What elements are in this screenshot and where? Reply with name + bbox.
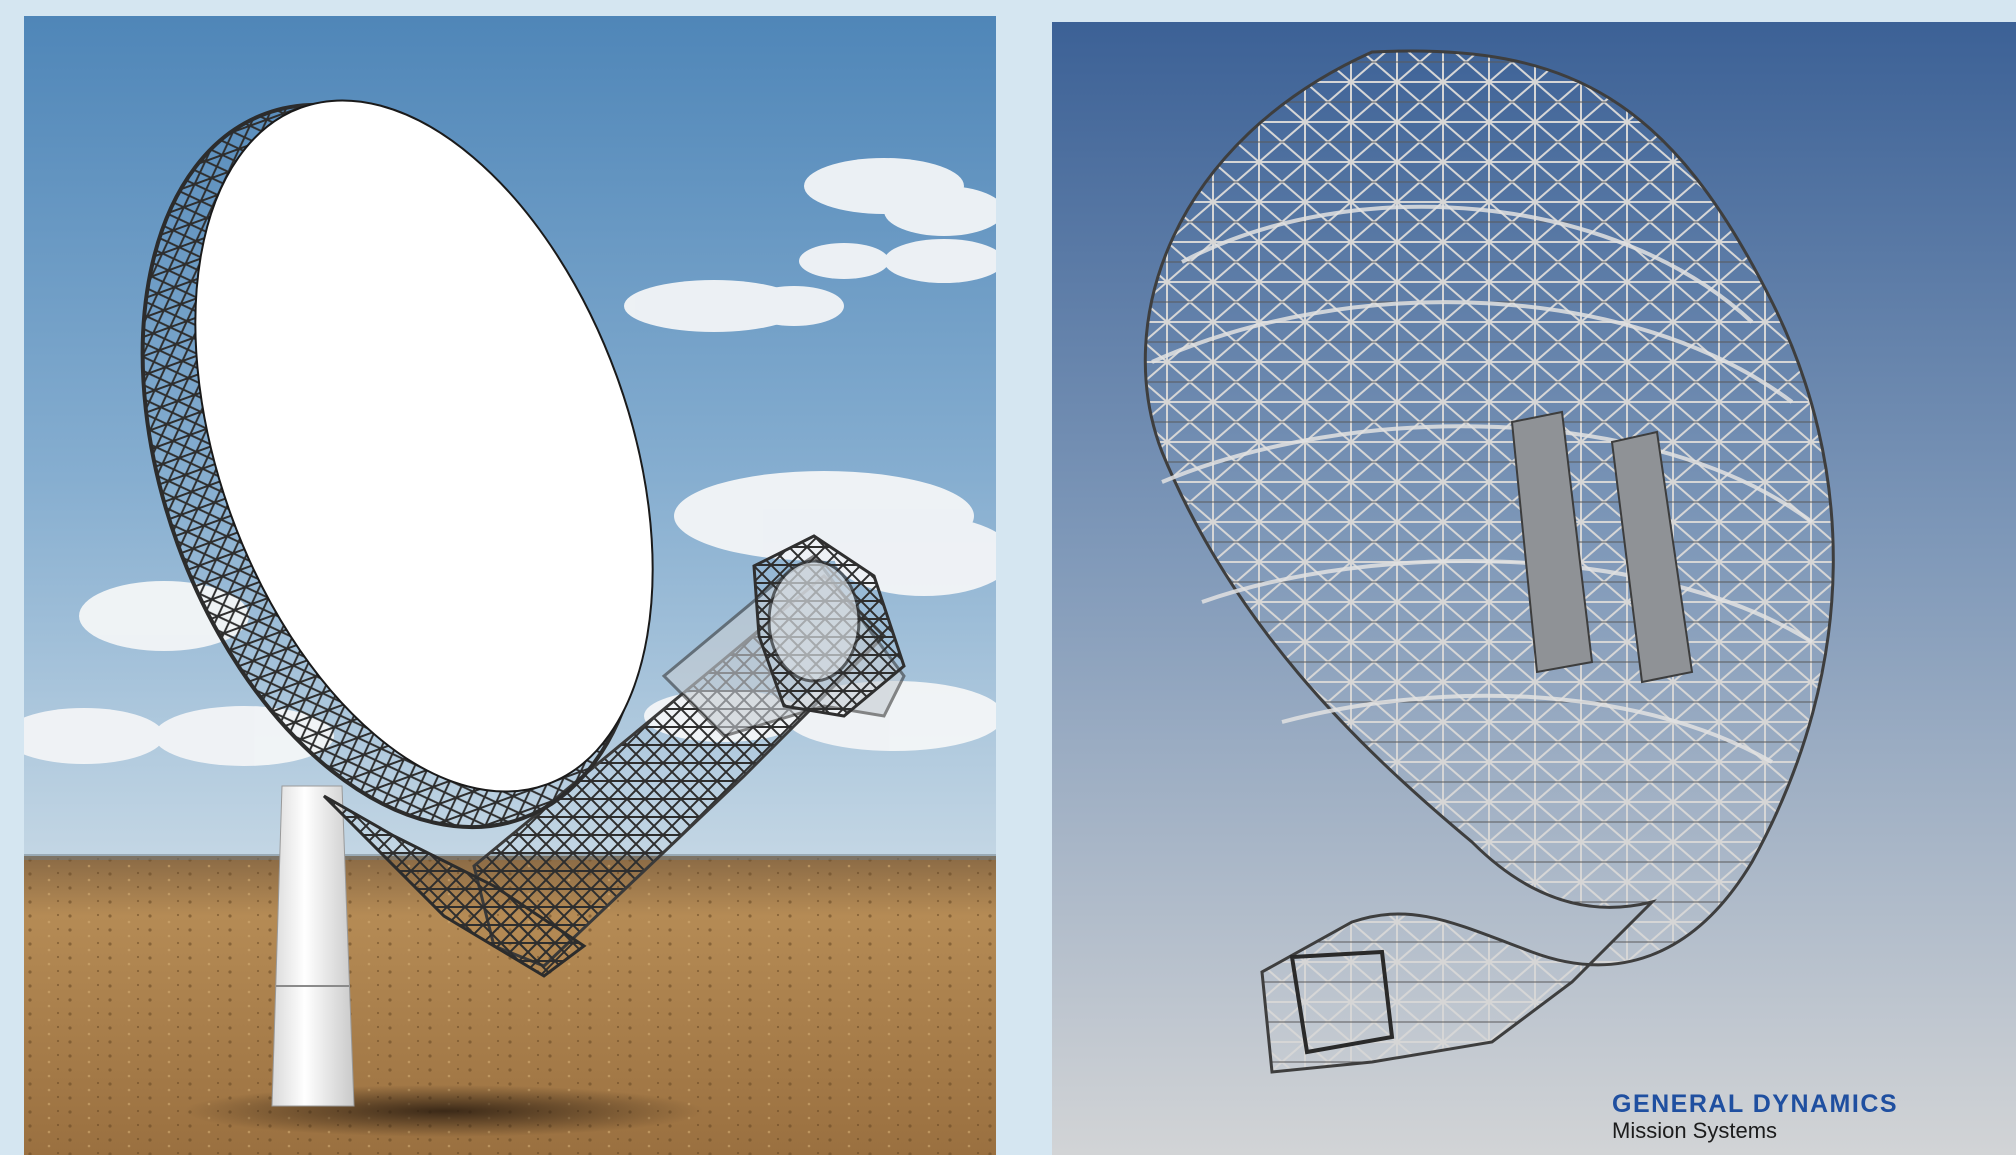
telescope-render-photo [24,16,996,1155]
telescope-cad-wireframe: GENERAL DYNAMICS Mission Systems [1052,22,2016,1155]
radio-telescope-dish-icon [24,16,996,1155]
brand-name: GENERAL DYNAMICS [1612,1090,1898,1118]
brand-logo: GENERAL DYNAMICS Mission Systems [1612,1090,1898,1143]
dish-backing-structure-wireframe-icon: GENERAL DYNAMICS Mission Systems [1052,22,2016,1155]
brand-subtitle: Mission Systems [1612,1118,1777,1143]
